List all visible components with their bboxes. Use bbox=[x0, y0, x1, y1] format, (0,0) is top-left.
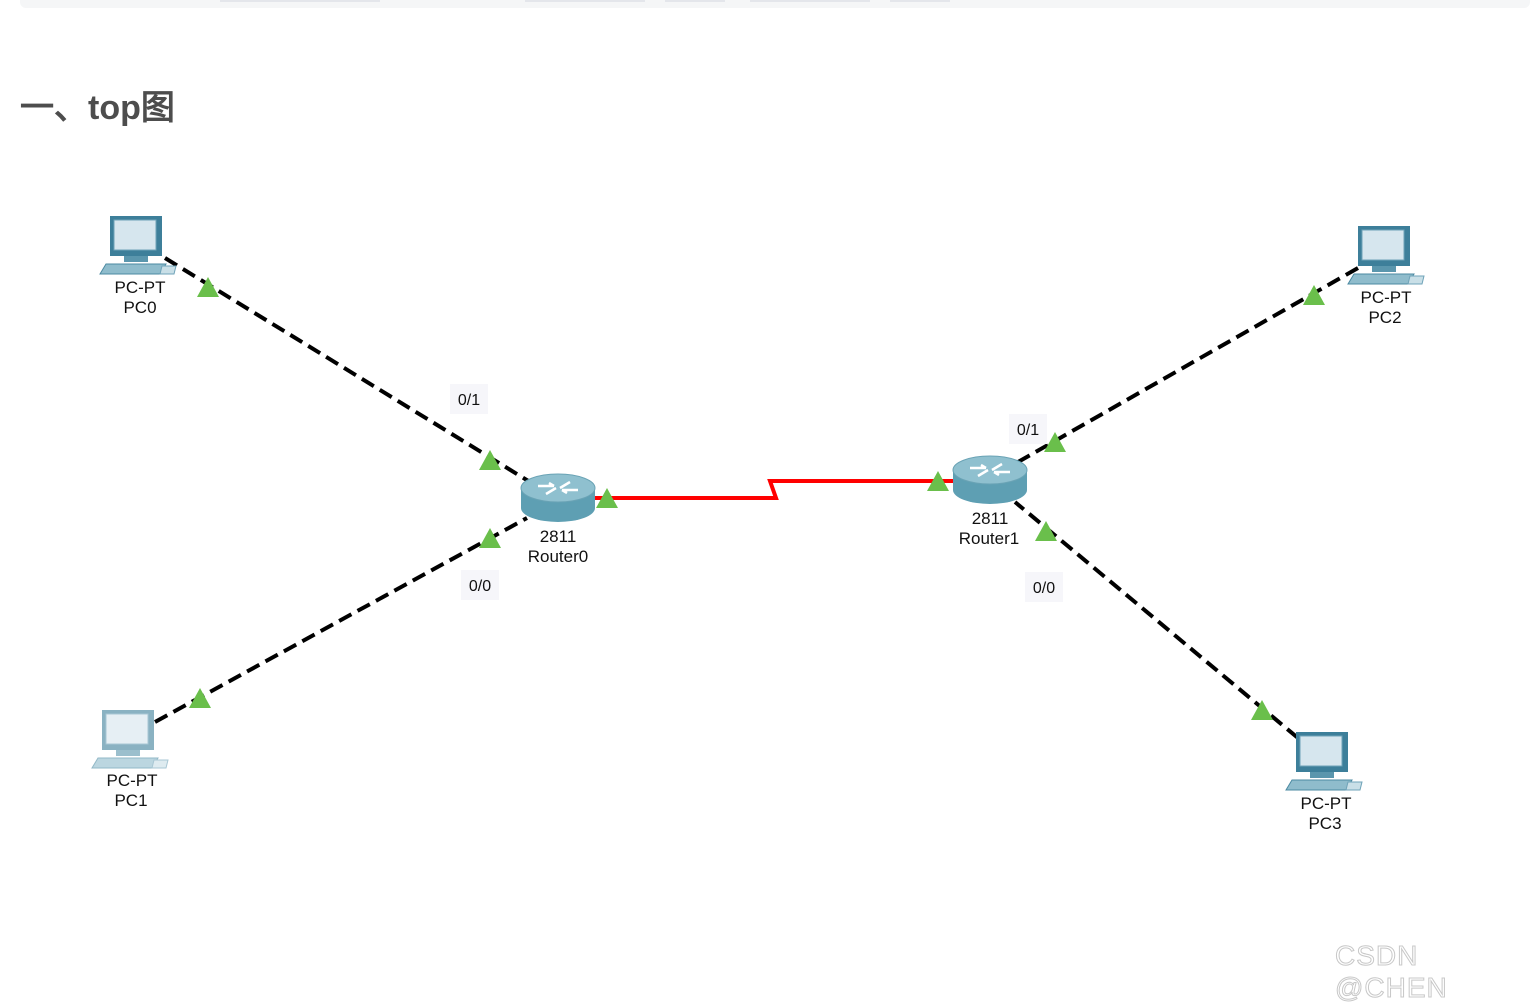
router0[interactable]: 2811 Router0 bbox=[519, 472, 597, 566]
router-icon bbox=[519, 472, 597, 524]
link-up-icon bbox=[479, 528, 501, 548]
link-up-indicators bbox=[189, 277, 1325, 720]
network-topology: 0/1 0/0 0/1 0/0 PC-PT PC0 PC-PT PC1 PC-P… bbox=[91, 215, 1425, 833]
svg-text:Router1: Router1 bbox=[959, 529, 1019, 548]
link-pc1-router0 bbox=[154, 516, 528, 724]
serial-link-router0-router1 bbox=[595, 479, 953, 500]
pc0[interactable]: PC-PT PC0 bbox=[99, 215, 177, 317]
link-up-icon bbox=[1044, 432, 1066, 452]
link-up-icon bbox=[479, 450, 501, 470]
pc-icon bbox=[1285, 731, 1363, 791]
link-pc0-router0 bbox=[163, 256, 532, 484]
link-up-icon bbox=[1251, 700, 1273, 720]
svg-text:PC-PT: PC-PT bbox=[1361, 288, 1412, 307]
svg-text:PC-PT: PC-PT bbox=[1301, 794, 1352, 813]
port-label-r1-pc3: 0/0 bbox=[1025, 572, 1063, 602]
pc1[interactable]: PC-PT PC1 bbox=[91, 709, 169, 810]
svg-text:PC2: PC2 bbox=[1368, 308, 1401, 327]
link-up-icon bbox=[197, 277, 219, 297]
svg-text:PC1: PC1 bbox=[114, 791, 147, 810]
link-up-icon bbox=[596, 488, 618, 508]
svg-text:0/1: 0/1 bbox=[1017, 422, 1039, 439]
pc-icon bbox=[91, 709, 169, 769]
svg-text:0/0: 0/0 bbox=[1033, 580, 1055, 597]
pc3[interactable]: PC-PT PC3 bbox=[1285, 731, 1363, 833]
port-label-r1-pc2: 0/1 bbox=[1009, 414, 1047, 444]
port-label-r0-pc1: 0/0 bbox=[461, 570, 499, 600]
router-icon bbox=[951, 454, 1029, 506]
pc2[interactable]: PC-PT PC2 bbox=[1347, 225, 1425, 327]
router1[interactable]: 2811 Router1 bbox=[951, 454, 1029, 548]
svg-text:PC3: PC3 bbox=[1308, 814, 1341, 833]
link-up-icon bbox=[1035, 521, 1057, 541]
link-pc2-router1 bbox=[1017, 266, 1359, 464]
link-up-icon bbox=[1303, 285, 1325, 305]
svg-text:PC0: PC0 bbox=[123, 298, 156, 317]
svg-text:0/1: 0/1 bbox=[458, 392, 480, 409]
port-label-r0-pc0: 0/1 bbox=[450, 384, 488, 414]
svg-text:0/0: 0/0 bbox=[469, 578, 491, 595]
svg-text:2811: 2811 bbox=[972, 509, 1009, 528]
link-pc3-router1 bbox=[1013, 500, 1300, 740]
watermark: CSDN @CHEN bbox=[1335, 940, 1448, 1004]
link-up-icon bbox=[927, 471, 949, 491]
svg-text:2811: 2811 bbox=[540, 527, 577, 546]
top-toolbar bbox=[20, 0, 1530, 8]
svg-text:Router0: Router0 bbox=[528, 547, 588, 566]
svg-text:PC-PT: PC-PT bbox=[107, 771, 158, 790]
link-up-icon bbox=[189, 688, 211, 708]
section-heading: 一、top图 bbox=[20, 89, 175, 127]
svg-text:PC-PT: PC-PT bbox=[115, 278, 166, 297]
pc-icon bbox=[1347, 225, 1425, 285]
pc-icon bbox=[99, 215, 177, 275]
